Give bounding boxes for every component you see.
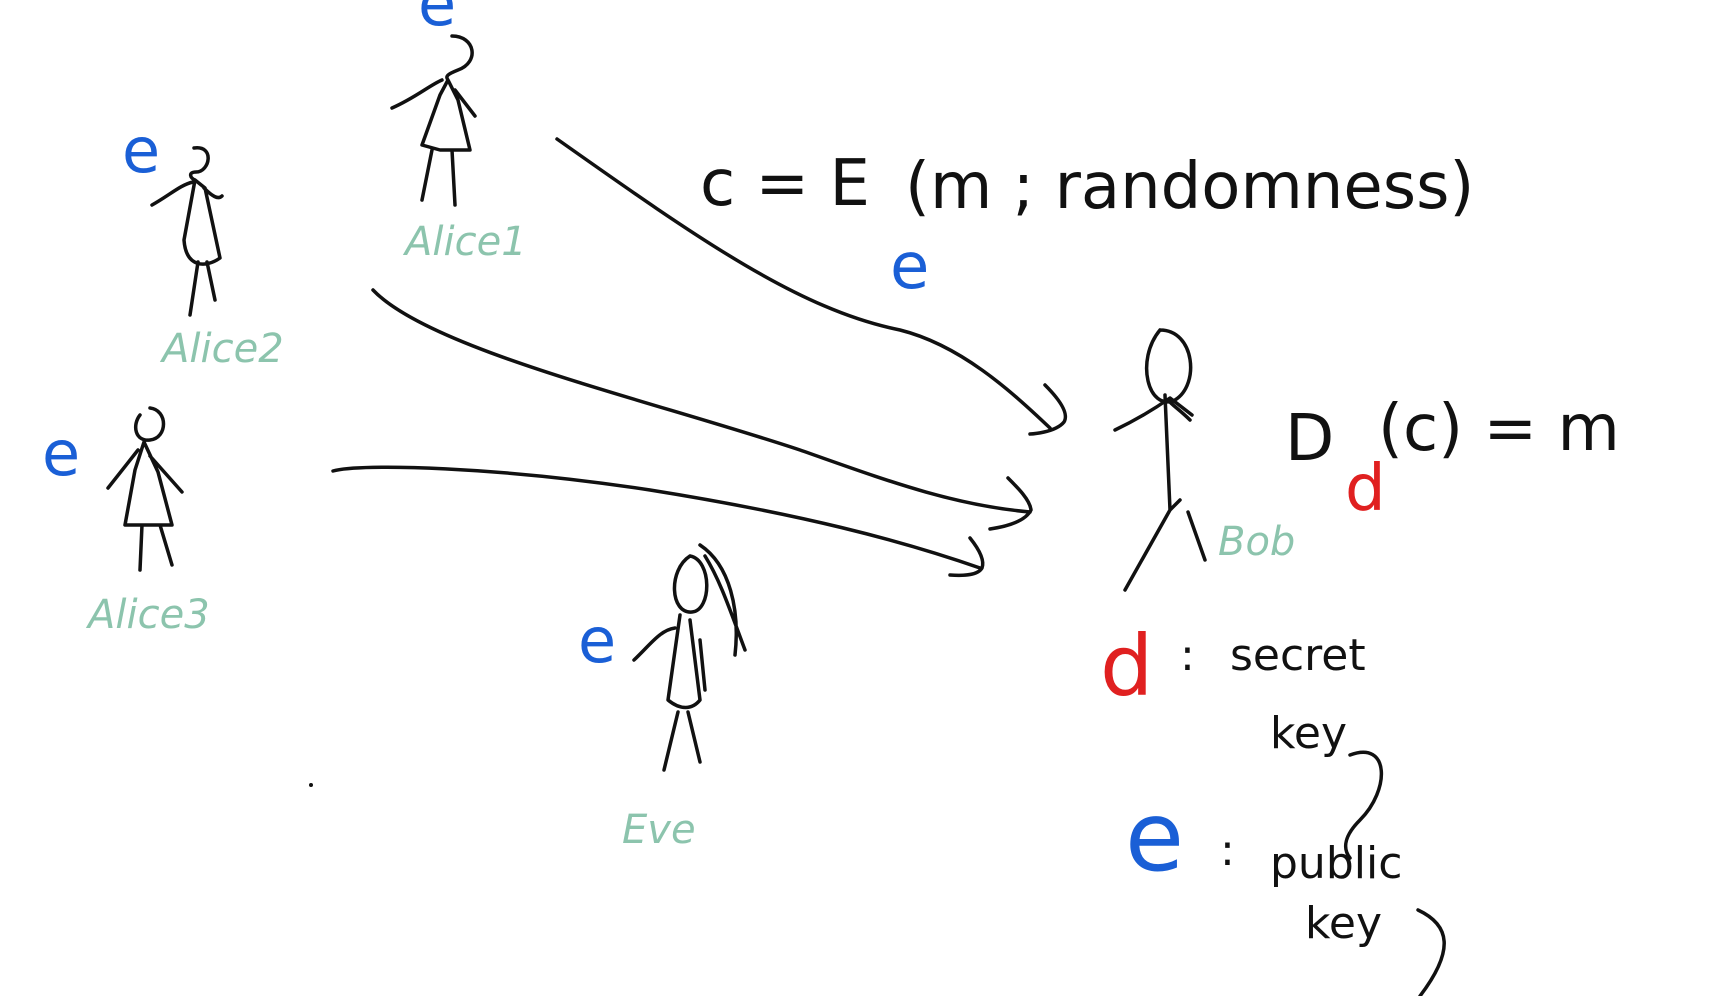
encrypt-args: (m ; randomness) <box>905 150 1474 224</box>
alice1-body <box>390 34 477 207</box>
eve-figure: e Eve <box>578 543 747 853</box>
bob-body <box>1113 328 1207 592</box>
encryption-equation: c = E e (m ; randomness) <box>700 147 1474 304</box>
public-key-symbol: e <box>578 604 616 677</box>
connector-curve-2 <box>1416 908 1446 996</box>
alice3-label: Alice3 <box>85 592 210 638</box>
public-key-label: public <box>1270 838 1402 889</box>
arrows <box>331 137 1068 578</box>
decryption-equation: D d (c) = m <box>1285 392 1620 526</box>
alice1-label: Alice1 <box>402 219 527 265</box>
arrow-alice3-to-bob <box>331 465 982 570</box>
public-key-label-2: key <box>1305 898 1382 949</box>
alice2-label: Alice2 <box>159 326 284 372</box>
encrypt-public-key: e <box>890 230 929 304</box>
public-key-sep: : <box>1220 825 1235 876</box>
alice3-body <box>106 406 184 572</box>
decrypt-secret-key: d <box>1345 452 1386 526</box>
secret-key-sep: : <box>1180 630 1195 681</box>
public-key-symbol-large: e <box>1125 781 1184 893</box>
eve-body <box>632 543 747 772</box>
decrypt-args: (c) = m <box>1378 392 1620 466</box>
alice3-figure: e Alice3 <box>42 406 210 638</box>
public-key-symbol: e <box>42 417 80 490</box>
eve-label: Eve <box>622 807 696 853</box>
arrow-alice2-to-bob <box>371 288 1032 514</box>
stray-dot <box>309 783 313 787</box>
secret-key-label-2: key <box>1270 708 1347 759</box>
secret-key-symbol: d <box>1100 617 1153 715</box>
bob-figure: Bob <box>1113 328 1295 592</box>
secret-key-label: secret <box>1230 630 1366 681</box>
legend-public-key: e : public key <box>1125 781 1446 996</box>
bob-label: Bob <box>1218 519 1295 565</box>
connector-curve-1 <box>1343 750 1383 860</box>
decrypt-d-label: D <box>1285 402 1334 476</box>
arrowhead-alice3 <box>948 536 985 578</box>
arrowhead-alice2 <box>988 476 1033 531</box>
arrowhead-alice1 <box>1028 383 1068 436</box>
encrypt-lhs: c = E <box>700 147 870 221</box>
public-key-symbol: e <box>122 114 160 187</box>
legend-secret-key: d : secret key <box>1100 617 1383 860</box>
alice1-figure: e Alice1 <box>390 0 527 265</box>
arrow-alice1-to-bob <box>555 137 1052 430</box>
alice2-figure: e Alice2 <box>122 114 284 372</box>
alice2-body <box>150 146 224 317</box>
public-key-symbol: e <box>418 0 456 40</box>
